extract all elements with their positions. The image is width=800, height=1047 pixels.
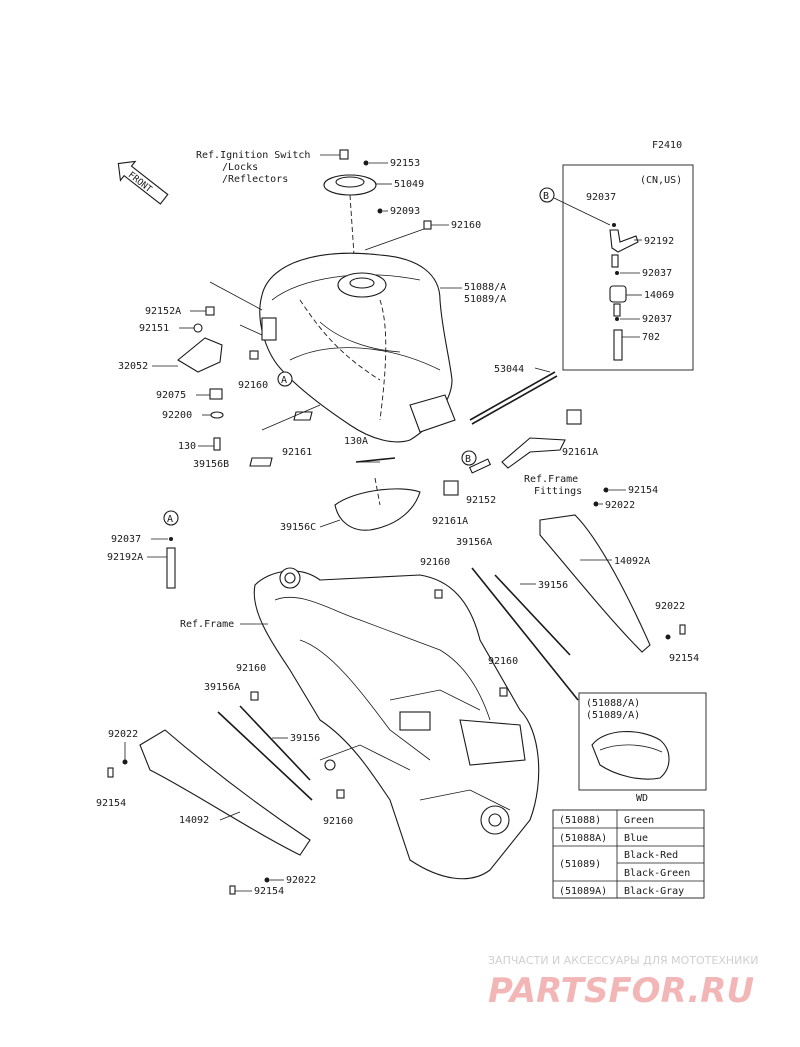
table-code-5: (51089A) [559,886,607,897]
part-92022-d: 92022 [286,875,316,886]
part-92160-e: 92160 [236,663,266,674]
part-92160-b: 92160 [238,380,268,391]
ref-frame-fittings-1: Ref.Frame [524,474,578,485]
svg-text:A: A [167,514,173,525]
part-92037-e: 92037 [642,314,672,325]
part-53044: 53044 [494,364,524,375]
part-14092: 14092 [179,815,209,826]
part-92153: 92153 [390,158,420,169]
part-92160-c: 92160 [420,557,450,568]
hose-92192a [166,547,176,589]
part-92152a: 92152A [145,306,181,317]
frame-fitting-bracket [501,437,566,469]
table-color-3: Black-Red [624,850,678,861]
part-14092a: 14092A [614,556,650,567]
ref-ignition-line3: /Reflectors [222,174,288,185]
part-92037-d: 92037 [642,268,672,279]
table-code-3: (51089) [559,859,601,870]
part-92161a-a: 92161A [562,447,598,458]
callout-a-hose [163,510,179,526]
color-table: (51088) Green (51088A) Blue (51089) Blac… [552,809,705,899]
part-92154-d: 92154 [254,886,284,897]
figure-code: F2410 [652,140,682,151]
heat-shield-39156c [334,488,421,531]
part-39156a-a: 39156A [456,537,492,548]
table-color-1: Green [624,815,654,826]
part-51089a: 51089/A [464,294,506,305]
svg-text:B: B [465,454,471,465]
part-92200: 92200 [162,410,192,421]
side-cover-14092a [539,514,651,653]
watermark-tagline: ЗАПЧАСТИ И АКСЕССУАРЫ ДЛЯ МОТОТЕХНИКИ [488,954,758,967]
front-arrow-icon: FRONT [117,160,169,205]
part-702: 702 [642,332,660,343]
watermark: ЗАПЧАСТИ И АКСЕССУАРЫ ДЛЯ МОТОТЕХНИКИ PA… [488,954,758,1011]
part-92151: 92151 [139,323,169,334]
part-92161a-b: 92161A [432,516,468,527]
part-92152: 92152 [466,495,496,506]
fuel-tank [259,252,456,443]
inset-model-1: (51088/A) [586,698,640,709]
inset-model-2: (51089/A) [586,710,640,721]
region-label: (CN,US) [640,175,682,186]
part-92160-d: 92160 [488,656,518,667]
table-color-4: Black-Green [624,868,690,879]
grommet-92161a-lower [443,480,459,496]
ref-ignition-line2: /Locks [222,162,258,173]
main-frame [253,567,540,880]
part-92192a: 92192A [107,552,143,563]
part-92160-a: 92160 [451,220,481,231]
part-32052: 32052 [118,361,148,372]
wd-label: WD [636,793,648,804]
table-code-1: (51088) [559,815,601,826]
wd-inset: (51088/A) (51089/A) WD [578,692,707,804]
part-92161: 92161 [282,447,312,458]
part-92022-a: 92022 [605,500,635,511]
grommet-92161a-upper [566,409,582,425]
part-92192: 92192 [644,236,674,247]
part-92154-a: 92154 [628,485,658,496]
part-92154-c: 92154 [96,798,126,809]
part-92154-b: 92154 [669,653,699,664]
part-14069: 14069 [644,290,674,301]
watermark-logo: PARTSFOR.RU [488,971,754,1011]
part-39156-a: 39156 [538,580,568,591]
part-92160-f: 92160 [323,816,353,827]
part-51049: 51049 [394,179,424,190]
part-92093: 92093 [390,206,420,217]
part-51088a: 51088/A [464,282,506,293]
svg-text:A: A [281,375,287,386]
part-39156b: 39156B [193,459,229,470]
part-92037-a: 92037 [111,534,141,545]
part-92022-b: 92022 [655,601,685,612]
table-color-2: Blue [624,833,648,844]
part-92022-c: 92022 [108,729,138,740]
ref-ignition-line1: Ref.Ignition Switch [196,150,310,161]
cn-us-inset: (CN,US) B 92037 92192 92037 14069 92037 … [539,164,694,371]
part-130: 130 [178,441,196,452]
ignition-bolt [339,149,349,160]
part-39156c: 39156C [280,522,316,533]
part-92037-c: 92037 [586,192,616,203]
part-39156-b: 39156 [290,733,320,744]
bracket-32052 [177,337,223,373]
part-130a: 130A [344,436,368,447]
part-92075: 92075 [156,390,186,401]
table-code-2: (51088A) [559,833,607,844]
svg-text:B: B [543,191,549,202]
ref-frame-fittings-2: Fittings [534,486,582,497]
part-39156a-b: 39156A [204,682,240,693]
callout-b-tank [461,450,477,466]
side-cover-14092 [139,729,311,856]
callout-a-tank [277,371,293,387]
table-color-5: Black-Gray [624,886,684,897]
ref-frame: Ref.Frame [180,619,234,630]
